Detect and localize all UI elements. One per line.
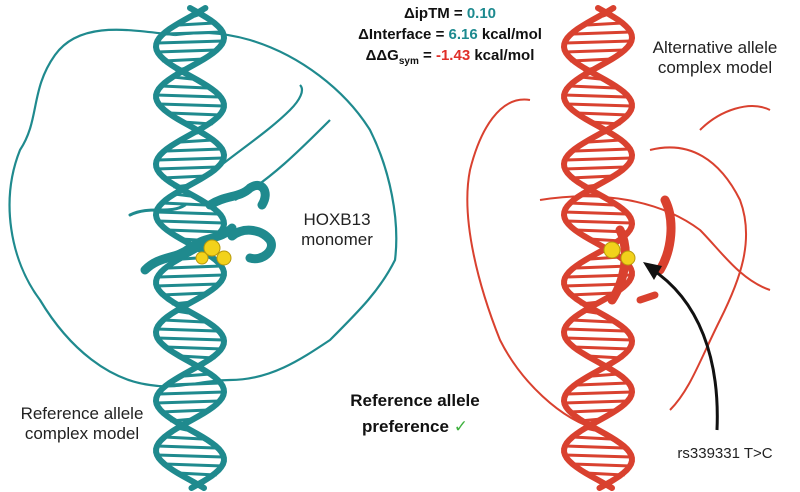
helix-base-pair [568, 174, 616, 180]
helix-base-pair [156, 156, 226, 162]
helix-base-pair [158, 408, 211, 414]
helix-base-pair [585, 21, 624, 27]
helix-base-pair [562, 165, 628, 171]
helix-base-pair [157, 390, 226, 396]
alternative-loops [466, 98, 771, 431]
helix-base-pair [155, 48, 219, 54]
helix-base-pair [155, 39, 225, 45]
reference-loop [8, 28, 398, 388]
helix-base-pair [587, 138, 623, 144]
alternative-variant-atoms [603, 241, 636, 266]
reference-tail [214, 84, 331, 201]
helix-base-pair [567, 291, 617, 297]
helix-base-pair [564, 219, 634, 225]
helix-base-pair [563, 444, 626, 450]
helix-base-pair [165, 147, 224, 153]
helix-base-pair [567, 84, 617, 90]
helix-base-pair [154, 93, 221, 99]
reference-dna-helix [152, 5, 228, 491]
helix-base-pair [569, 318, 614, 324]
helix-strand-b [152, 5, 228, 491]
helix-base-pair [563, 39, 633, 45]
helix-base-pair [160, 174, 208, 180]
reference-protein-ribbon [128, 180, 276, 275]
helix-base-pair [155, 453, 225, 459]
preference-label: Reference allele preference ✓ [350, 391, 480, 436]
helix-base-pair [166, 264, 223, 270]
metric-iptm: ΔipTM = 0.10 [403, 5, 497, 22]
helix-base-pair [162, 462, 225, 468]
helix-base-pair [570, 435, 613, 441]
variant-arrow-head [643, 262, 662, 280]
helix-base-pair [576, 381, 631, 387]
helix-base-pair [565, 102, 634, 108]
helix-base-pair [568, 201, 616, 207]
helix-base-pair [562, 399, 630, 405]
helix-base-pair [154, 210, 220, 216]
helix-base-pair [562, 93, 629, 99]
metric-interface-value: 6.16 [448, 26, 478, 43]
helix-base-pair [155, 336, 225, 342]
helix-base-pair [562, 210, 628, 216]
reference-allele-label: Reference allele complex model [20, 404, 144, 443]
helix-base-pair [179, 138, 215, 144]
helix-base-pair [573, 147, 632, 153]
metric-interface: ΔInterface = 6.16 kcal/mol [358, 26, 542, 43]
alternative-protein-ribbon [607, 195, 676, 305]
helix-base-pair [570, 462, 633, 468]
metric-ddg: ΔΔGsym = -1.43 kcal/mol [365, 47, 535, 67]
helix-base-pair [164, 345, 224, 351]
helix-base-pair [564, 156, 634, 162]
metric-iptm-value: 0.10 [466, 5, 497, 22]
variant-label: rs339331 T>C [677, 445, 773, 462]
hoxb13-label: HOXB13 monomer [301, 210, 373, 249]
helix-base-pair [155, 327, 219, 333]
helix-base-pair [572, 345, 632, 351]
helix-base-pair [163, 30, 225, 36]
helix-base-pair [154, 282, 221, 288]
helix-base-pair [566, 408, 619, 414]
helix-base-pair [563, 453, 633, 459]
helix-base-pair [155, 444, 218, 450]
helix-base-pair [166, 111, 223, 117]
helix-base-pair [574, 111, 631, 117]
helix-base-pair [565, 390, 634, 396]
helix-base-pair [156, 219, 226, 225]
metric-ddg-value: -1.43 [435, 47, 471, 64]
helix-base-pair [563, 48, 627, 54]
helix-base-pair [159, 84, 209, 90]
helix-base-pair [159, 291, 209, 297]
helix-base-pair [154, 399, 222, 405]
helix-base-pair [571, 30, 633, 36]
helix-base-pair [563, 327, 627, 333]
helix-base-pair [157, 273, 226, 279]
helix-base-pair [563, 336, 633, 342]
helix-base-pair [165, 228, 224, 234]
helix-base-pair [177, 21, 216, 27]
helix-base-pair [161, 318, 206, 324]
metrics-block: ΔipTM = 0.10 ΔInterface = 6.16 kcal/mol … [330, 3, 570, 72]
reference-variant-atoms [195, 239, 232, 266]
alternative-allele-label: Alternative allele complex model [652, 38, 778, 77]
helix-base-pair [168, 381, 223, 387]
variant-arrow [649, 266, 719, 431]
helix-base-pair [162, 435, 205, 441]
check-icon: ✓ [453, 417, 468, 436]
helix-base-pair [154, 165, 220, 171]
helix-base-pair [157, 102, 226, 108]
